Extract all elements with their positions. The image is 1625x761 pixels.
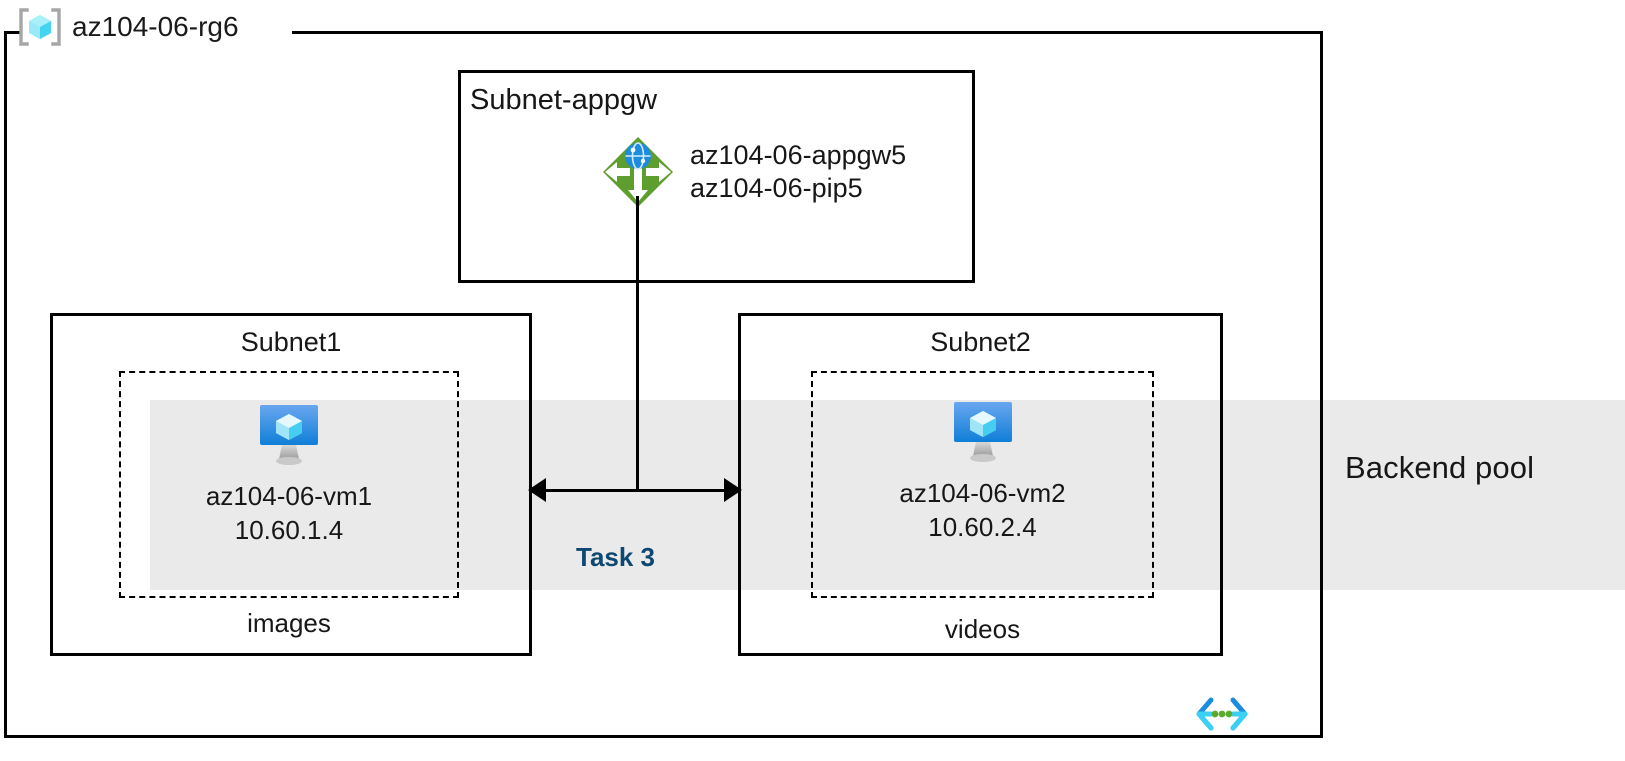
resource-group-name: az104-06-rg6	[72, 11, 239, 42]
task-label: Task 3	[576, 542, 656, 572]
application-gateway-labels: az104-06-appgw5 az104-06-pip5	[690, 139, 906, 205]
arrow-head-left-icon	[528, 478, 546, 502]
subnet-connection-line	[531, 489, 739, 492]
resource-group-icon	[18, 6, 62, 48]
virtual-machine-icon	[945, 399, 1021, 467]
subnet1-title: Subnet1	[240, 327, 342, 357]
appgw-pip-name: az104-06-pip5	[690, 173, 863, 203]
appgw-connector-line	[636, 196, 639, 491]
backend-pool-band	[150, 400, 1625, 590]
virtual-network-icon	[1194, 694, 1250, 734]
vm2-ip: 10.60.2.4	[928, 511, 1037, 542]
subnet1-nic-boundary	[119, 371, 459, 598]
subnet2-app-label: videos	[944, 614, 1021, 644]
resource-group-boundary	[4, 31, 1323, 738]
vm2-labels: az104-06-vm2 10.60.2.4	[899, 477, 1065, 545]
vm1-name: az104-06-vm1	[205, 481, 373, 511]
subnet-appgw-title: Subnet-appgw	[470, 84, 658, 116]
subnet2-title: Subnet2	[930, 327, 1031, 357]
application-gateway-icon	[600, 134, 676, 210]
application-gateway-node: az104-06-appgw5 az104-06-pip5	[600, 134, 906, 210]
subnet1-app-label: images	[247, 608, 331, 638]
vm1-labels: az104-06-vm1 10.60.1.4	[206, 480, 372, 548]
appgw-name: az104-06-appgw5	[690, 140, 907, 171]
backend-pool-label: Backend pool	[1345, 450, 1535, 485]
vm1-node: az104-06-vm1 10.60.1.4	[119, 402, 459, 548]
vm1-ip: 10.60.1.4	[234, 514, 344, 545]
vm2-node: az104-06-vm2 10.60.2.4	[811, 399, 1154, 545]
virtual-machine-icon	[251, 402, 327, 470]
arrow-head-right-icon	[724, 478, 742, 502]
subnet-appgw-boundary	[458, 70, 975, 283]
resource-group-header: az104-06-rg6	[18, 6, 239, 48]
resource-group-title-mask	[22, 14, 292, 52]
vm2-name: az104-06-vm2	[899, 478, 1066, 508]
subnet2-nic-boundary	[811, 371, 1154, 598]
